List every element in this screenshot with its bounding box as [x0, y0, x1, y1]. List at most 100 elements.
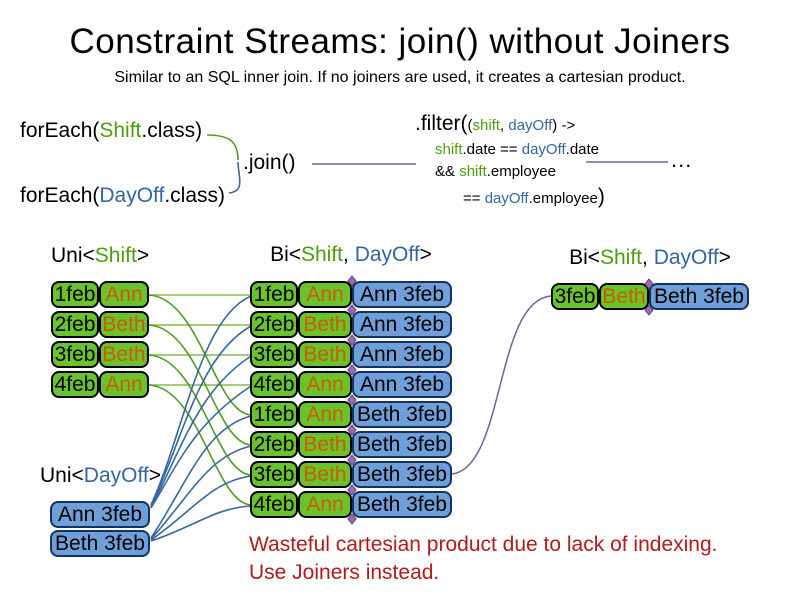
header-shift: Shift	[600, 246, 643, 269]
code-shift-class: Shift	[99, 119, 142, 142]
dayoff-link-curve	[150, 475, 252, 541]
bi-dayoff-cell: Ann 3feb	[352, 341, 452, 368]
shift-link-curve	[148, 294, 252, 416]
bi-date-cell: 4feb	[250, 371, 298, 398]
code-text: ,	[500, 117, 509, 134]
bi-row: 2feb Beth Beth 3feb	[250, 431, 452, 458]
header-text: >	[718, 246, 731, 269]
dayoff-row: Ann 3feb	[50, 501, 150, 528]
header-text: >	[148, 464, 162, 487]
header-text: Bi<	[270, 243, 301, 266]
bi-dayoff-cell: Beth 3feb	[352, 491, 452, 518]
shift-date-cell: 4feb	[51, 371, 99, 398]
dayoff-link-curve	[150, 295, 252, 506]
header-dayoff: DayOff	[653, 246, 719, 269]
code-shift-var: shift	[435, 141, 463, 158]
shift-row: 4feb Ann	[51, 371, 149, 398]
bi-name-cell: Ann	[298, 281, 352, 308]
bi-filtered-row: 3feb Beth Beth 3feb	[551, 283, 749, 310]
bi-row: 4feb Ann Beth 3feb	[250, 491, 452, 518]
code-text: forEach(	[20, 119, 100, 142]
code-text: (	[467, 117, 473, 134]
code-foreach-dayoff: forEach(DayOff.class)	[20, 184, 225, 208]
code-shift-var: shift	[472, 117, 501, 134]
header-text: Uni<	[40, 464, 84, 487]
code-text: ) ->	[552, 117, 576, 134]
shift-name-cell: Beth	[99, 341, 149, 368]
shift-name-cell: Ann	[99, 371, 149, 398]
header-text: ,	[343, 243, 355, 266]
bi-dayoff-cell: Ann 3feb	[352, 281, 452, 308]
header-dayoff: DayOff	[354, 243, 420, 266]
bi-name-cell: Beth	[298, 431, 352, 458]
dayoff-link-curve	[150, 415, 252, 539]
page-title: Constraint Streams: join() without Joine…	[69, 22, 731, 61]
code-text: .employee	[528, 190, 598, 207]
bi-name-cell: Beth	[298, 461, 352, 488]
bi-product-header: Bi<Shift, DayOff>	[250, 243, 452, 267]
bi-row: 3feb Beth Ann 3feb	[250, 341, 452, 368]
bi-dayoff-cell: Beth 3feb	[352, 461, 452, 488]
bi-dayoff-cell: Beth 3feb	[649, 283, 749, 310]
bi-dayoff-cell: Beth 3feb	[352, 431, 452, 458]
header-shift: Shift	[301, 243, 344, 266]
shift-name-cell: Ann	[99, 281, 149, 308]
bi-date-cell: 3feb	[551, 283, 599, 310]
brace-dayoff-line	[228, 161, 241, 194]
code-dayoff-var: dayOff	[484, 190, 529, 207]
bi-name-cell: Beth	[599, 283, 649, 310]
warning-line1: Wasteful cartesian product due to lack o…	[249, 533, 718, 556]
header-text: Bi<	[569, 246, 600, 269]
brace-shift-line	[206, 134, 239, 161]
header-text: >	[419, 243, 432, 266]
dayoff-link-curve	[150, 325, 252, 507]
shift-row: 1feb Ann	[51, 281, 149, 308]
bi-row: 1feb Ann Ann 3feb	[250, 281, 452, 308]
shift-link-curve	[148, 384, 252, 506]
bi-dayoff-cell: Ann 3feb	[352, 371, 452, 398]
code-dayoff-class: DayOff	[99, 184, 165, 207]
code-foreach-shift: forEach(Shift.class)	[20, 119, 202, 143]
bi-name-cell: Ann	[298, 491, 352, 518]
bi-row: 3feb Beth Beth 3feb	[250, 461, 452, 488]
header-text: >	[136, 244, 150, 267]
bi-name-cell: Ann	[298, 371, 352, 398]
header-text: Uni<	[51, 244, 95, 267]
code-text: .date ==	[462, 141, 522, 158]
dayoff-link-curve	[150, 355, 252, 508]
bi-row: 1feb Ann Beth 3feb	[250, 401, 452, 428]
bi-date-cell: 3feb	[250, 461, 298, 488]
bi-dayoff-cell: Beth 3feb	[352, 401, 452, 428]
bi-date-cell: 2feb	[250, 311, 298, 338]
bi-date-cell: 3feb	[250, 341, 298, 368]
code-filter-line1: .filter((shift, dayOff) ->	[415, 112, 575, 136]
shift-date-cell: 1feb	[51, 281, 99, 308]
warning-line2: Use Joiners instead.	[249, 561, 440, 584]
header-shift: Shift	[94, 244, 137, 267]
bi-row: 2feb Beth Ann 3feb	[250, 311, 452, 338]
dayoff-cell: Beth 3feb	[50, 530, 150, 557]
shift-link-curve	[148, 324, 252, 446]
code-text: .date	[565, 141, 600, 158]
bi-filtered-header: Bi<Shift, DayOff>	[551, 246, 749, 270]
continuation-ellipsis: ...	[671, 147, 693, 172]
code-filter-line3: && shift.employee	[435, 163, 556, 180]
code-dayoff-var: dayOff	[508, 117, 553, 134]
code-shift-var: shift	[459, 163, 487, 180]
code-text: ==	[463, 190, 485, 207]
bi-name-cell: Ann	[298, 401, 352, 428]
dayoff-link-curve	[150, 505, 252, 542]
code-dayoff-var: dayOff	[521, 141, 566, 158]
header-dayoff: DayOff	[83, 464, 149, 487]
code-filter-line4: == dayOff.employee)	[463, 185, 605, 209]
code-join: .join()	[243, 151, 296, 174]
shift-name-cell: Beth	[99, 311, 149, 338]
bi-name-cell: Beth	[298, 311, 352, 338]
uni-dayoff-header: Uni<DayOff>	[40, 464, 161, 488]
code-text: .class)	[164, 184, 226, 207]
shift-row: 2feb Beth	[51, 311, 149, 338]
code-text: &&	[435, 163, 460, 180]
bi-date-cell: 2feb	[250, 431, 298, 458]
code-text: forEach(	[20, 184, 100, 207]
